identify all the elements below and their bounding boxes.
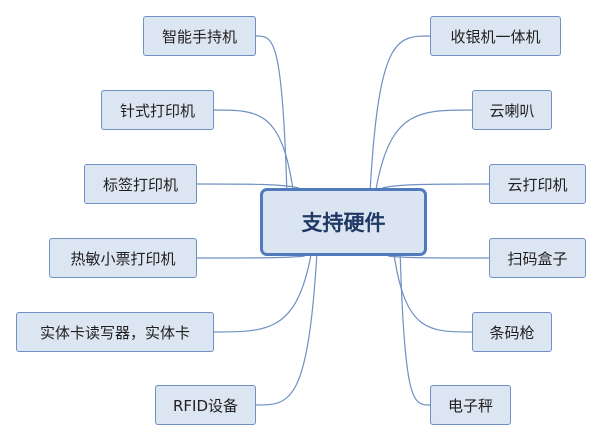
branch-node-right-3[interactable]: 云打印机 <box>489 164 586 204</box>
branch-node-right-4[interactable]: 扫码盒子 <box>489 238 586 278</box>
connector-right-6 <box>399 255 431 406</box>
connector-right-3 <box>382 183 490 189</box>
connector-right-4 <box>388 255 490 259</box>
center-node-label: 支持硬件 <box>301 211 386 235</box>
connector-right-2 <box>375 109 473 189</box>
branch-node-right-2[interactable]: 云喇叭 <box>472 90 552 130</box>
connector-left-6 <box>255 255 318 406</box>
branch-label: 标签打印机 <box>102 175 178 194</box>
connector-right-5 <box>393 255 473 333</box>
branch-node-right-1[interactable]: 收银机一体机 <box>430 16 561 56</box>
branch-label: 智能手持机 <box>161 27 237 46</box>
branch-label: 云喇叭 <box>489 101 535 120</box>
branch-label: 条码枪 <box>489 323 535 342</box>
branch-node-left-4[interactable]: 热敏小票打印机 <box>49 238 197 278</box>
branch-label: 热敏小票打印机 <box>70 249 176 268</box>
branch-node-right-5[interactable]: 条码枪 <box>472 312 552 352</box>
center-node[interactable]: 支持硬件 <box>260 188 427 256</box>
branch-label: RFID设备 <box>172 396 239 415</box>
branch-label: 针式打印机 <box>119 101 195 120</box>
branch-node-left-1[interactable]: 智能手持机 <box>143 16 256 56</box>
branch-label: 电子秤 <box>447 396 493 415</box>
branch-label: 实体卡读写器，实体卡 <box>39 323 190 342</box>
connector-left-5 <box>213 255 312 333</box>
connector-left-1 <box>255 35 288 189</box>
branch-label: 扫码盒子 <box>507 249 568 268</box>
branch-node-right-6[interactable]: 电子秤 <box>430 385 511 425</box>
branch-node-left-5[interactable]: 实体卡读写器，实体卡 <box>16 312 214 352</box>
connector-left-4 <box>196 255 305 259</box>
connector-left-2 <box>213 109 294 189</box>
branch-label: 云打印机 <box>507 175 568 194</box>
branch-node-left-3[interactable]: 标签打印机 <box>84 164 197 204</box>
branch-node-left-2[interactable]: 针式打印机 <box>101 90 214 130</box>
branch-node-left-6[interactable]: RFID设备 <box>155 385 256 425</box>
connector-left-3 <box>196 183 299 189</box>
connector-right-1 <box>369 35 431 189</box>
branch-label: 收银机一体机 <box>450 27 541 46</box>
